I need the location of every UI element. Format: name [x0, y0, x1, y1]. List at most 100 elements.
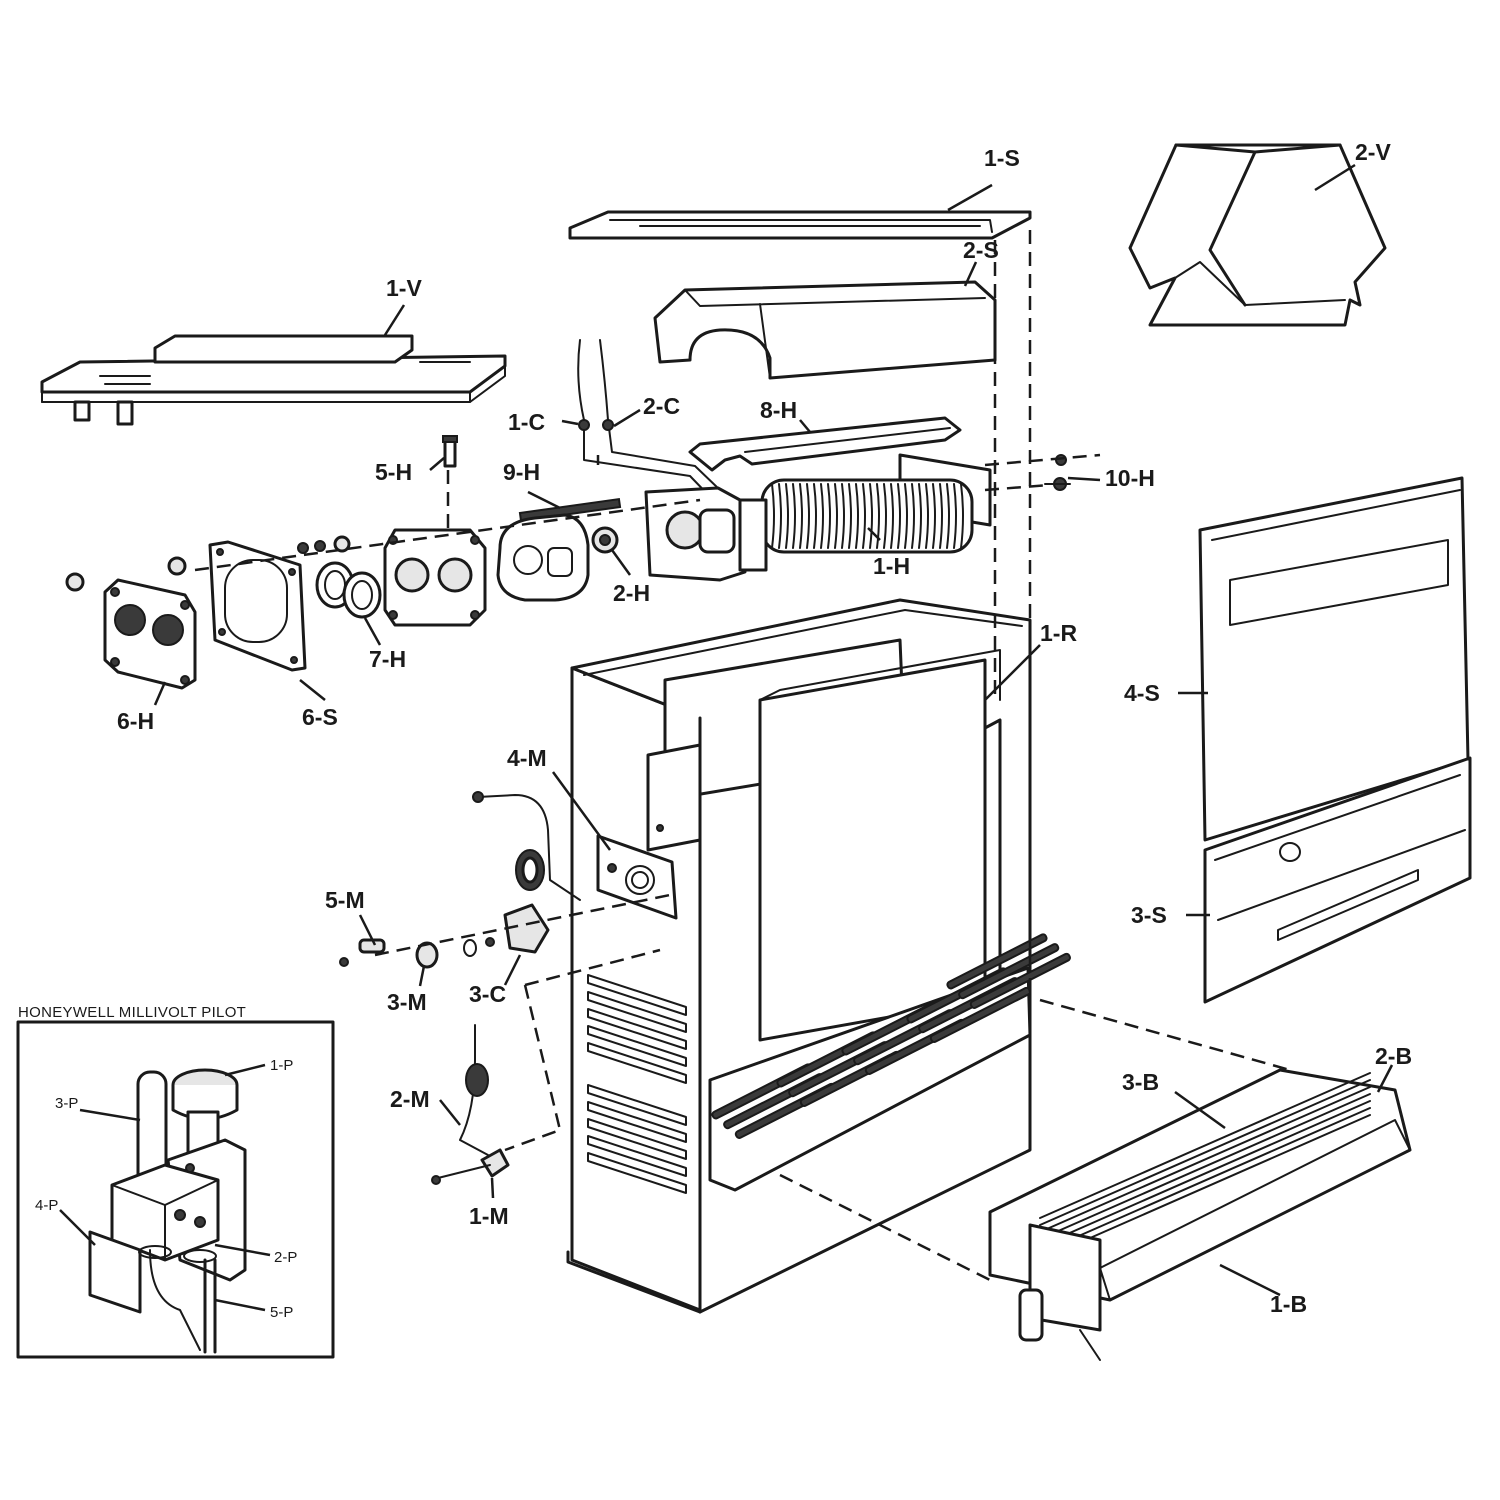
burner-tube-line: [1039, 1079, 1371, 1226]
coil-fin: [799, 483, 803, 549]
burner-tube-line: [1039, 1107, 1371, 1254]
coil-fin: [855, 483, 859, 549]
label-4-m: 4-M: [507, 745, 547, 771]
control-switch-3-c: [503, 903, 550, 954]
thermostat-4-m: [472, 791, 581, 901]
sensor-wires-1-c-2-c: [577, 339, 721, 506]
coil-fin: [771, 483, 775, 549]
label-3-m: 3-M: [387, 989, 427, 1015]
coil-fin: [827, 483, 831, 549]
label-4-s: 4-S: [1124, 680, 1160, 706]
label-1-m: 1-M: [469, 1203, 509, 1229]
inset-label-1-p: 1-P: [270, 1057, 293, 1074]
label-9-h: 9-H: [503, 459, 540, 485]
label-2-h: 2-H: [613, 580, 650, 606]
label-1-c: 1-C: [508, 409, 545, 435]
label-1-r: 1-R: [1040, 620, 1077, 646]
burner-slot: [958, 943, 1060, 1000]
burner-assembly-1-b: [988, 1068, 1412, 1361]
label-6-s: 6-S: [302, 704, 338, 730]
burner-slot: [946, 933, 1048, 990]
coil-fin: [869, 483, 873, 549]
louver: [587, 991, 687, 1033]
label-5-h: 5-H: [375, 459, 412, 485]
inset-honeywell-pilot: HONEYWELL MILLIVOLT PILOT 1-P 3-P: [16, 1004, 335, 1359]
seal-rings-7-h: [315, 561, 382, 619]
louver: [587, 1042, 687, 1084]
coil-fin: [939, 483, 943, 549]
inset-label-3-p: 3-P: [55, 1095, 78, 1112]
coil-fin: [792, 483, 796, 549]
inset-title: HONEYWELL MILLIVOLT PILOT: [18, 1004, 246, 1021]
coil-fin: [848, 483, 852, 549]
coil-fin: [820, 483, 824, 549]
label-2-v: 2-V: [1355, 139, 1391, 165]
rod-9-h: [518, 497, 622, 523]
louver: [587, 1008, 687, 1050]
label-10-h: 10-H: [1105, 465, 1155, 491]
lower-door-3-s: [1203, 756, 1472, 1004]
coil-fin: [806, 483, 810, 549]
header-flange-plate: [383, 528, 487, 627]
fittings-10-h: [1044, 454, 1071, 491]
coil-fin: [883, 483, 887, 549]
vent-cover-1-v: [40, 334, 507, 426]
louver: [587, 1084, 687, 1126]
small-nuts: [297, 535, 351, 554]
label-3-b: 3-B: [1122, 1069, 1159, 1095]
label-6-h: 6-H: [117, 708, 154, 734]
pin-5-h: [442, 435, 458, 468]
flange-cover-6-h: [65, 556, 197, 690]
burner-tube-line: [1039, 1086, 1371, 1233]
burner-tube-line: [1039, 1114, 1371, 1261]
coil-fin: [876, 483, 880, 549]
inset-label-2-p: 2-P: [274, 1249, 297, 1266]
coil-fin: [911, 483, 915, 549]
label-3-c: 3-C: [469, 981, 506, 1007]
label-2-m: 2-M: [390, 1086, 430, 1112]
coil-fin: [897, 483, 901, 549]
coil-fin: [953, 483, 957, 549]
label-1-b: 1-B: [1270, 1291, 1307, 1317]
knobs-5-m-3-m: [339, 937, 495, 969]
louver: [587, 1101, 687, 1143]
part-labels: 1-S 2-S 2-V 1-V 1-C 2-C 8-H 5-H 9-H 10-H…: [117, 139, 1412, 1317]
coil-fin: [946, 483, 950, 549]
coil-fin: [813, 483, 817, 549]
coil-fin: [960, 483, 964, 549]
burner-slot: [969, 952, 1071, 1009]
label-1-v: 1-V: [386, 275, 422, 301]
top-cover-plate-1-s: [568, 210, 1032, 240]
label-2-c: 2-C: [643, 393, 680, 419]
louver: [587, 1152, 687, 1194]
main-cabinet-1-r: [566, 598, 1071, 1314]
label-8-h: 8-H: [760, 397, 797, 423]
coil-fin: [932, 483, 936, 549]
coil-fin: [918, 483, 922, 549]
top-housing-2-s: [653, 280, 997, 380]
label-2-s: 2-S: [963, 237, 999, 263]
baffle-8-h: [688, 416, 962, 472]
louver: [587, 1135, 687, 1177]
louver: [587, 1025, 687, 1067]
louver: [587, 974, 687, 1016]
gasket-oval-plate: [496, 513, 590, 602]
burner-tube-line: [1039, 1100, 1371, 1247]
coil-fin: [925, 483, 929, 549]
inset-label-5-p: 5-P: [270, 1304, 293, 1321]
louver: [587, 1118, 687, 1160]
burner-tube-line: [1039, 1072, 1371, 1219]
fitting-2-h: [591, 526, 619, 554]
heat-exchanger-1-h: [644, 453, 992, 582]
label-5-m: 5-M: [325, 887, 365, 913]
vent-hood-2-v: [1128, 143, 1387, 327]
coil-fin: [862, 483, 866, 549]
assembly-lines: [194, 230, 1291, 1282]
label-7-h: 7-H: [369, 646, 406, 672]
burner-tube-line: [1039, 1093, 1371, 1240]
coil-fin: [834, 483, 838, 549]
label-2-b: 2-B: [1375, 1043, 1412, 1069]
coil-fin: [890, 483, 894, 549]
